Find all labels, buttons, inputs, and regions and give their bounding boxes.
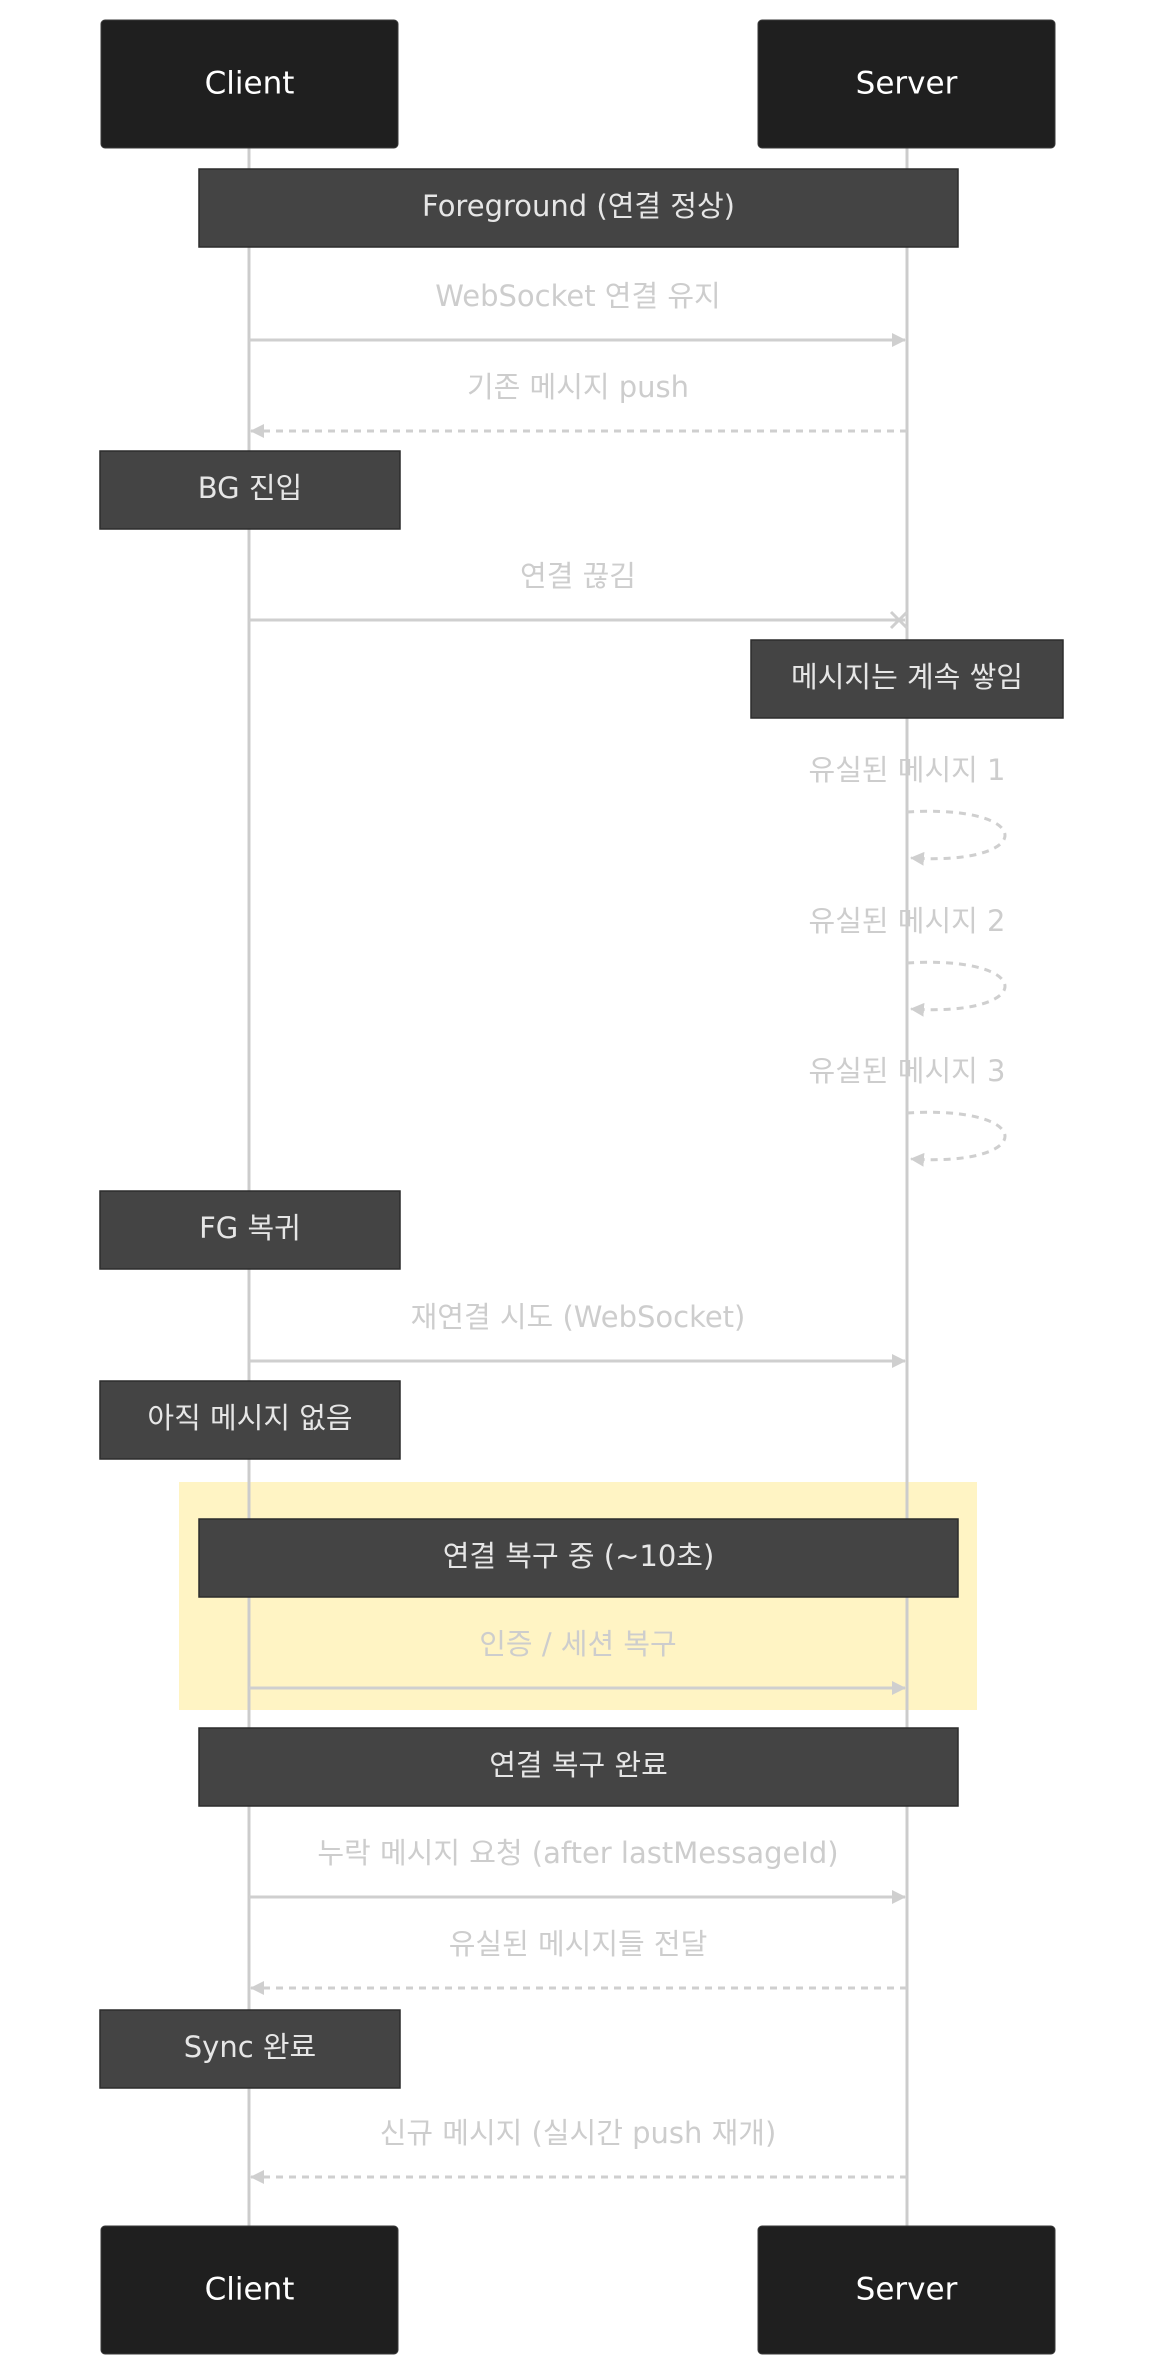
message-arrow: 신규 메시지 (실시간 push 재개) — [250, 2116, 907, 2184]
message-label: 재연결 시도 (WebSocket) — [411, 1300, 746, 1334]
message-arrow: 연결 끊김 — [249, 559, 909, 630]
message-arrow: WebSocket 연결 유지 — [249, 279, 906, 347]
note-rect — [99, 1190, 401, 1270]
note-rect — [198, 168, 959, 248]
message-arrow: 재연결 시도 (WebSocket) — [249, 1300, 906, 1368]
message-label: 유실된 메시지들 전달 — [449, 1927, 708, 1961]
note-label: 연결 복구 완료 — [489, 1748, 668, 1782]
message-arrow: 기존 메시지 push — [250, 370, 907, 438]
message-label: 누락 메시지 요청 (after lastMessageId) — [317, 1836, 838, 1870]
self-message: 유실된 메시지 1 — [809, 753, 1007, 866]
message-arrow: 유실된 메시지들 전달 — [250, 1927, 907, 1995]
note-label: Sync 완료 — [184, 2030, 316, 2064]
note-rect — [750, 639, 1064, 719]
note-rect — [99, 1380, 401, 1460]
actor-server-bottom-label: Server — [856, 2272, 958, 2308]
note-rect — [99, 450, 401, 530]
actor-client-bottom: Client — [100, 2225, 399, 2355]
actor-server-top-label: Server — [856, 66, 958, 102]
self-message-label: 유실된 메시지 3 — [809, 1054, 1006, 1088]
note-label: 연결 복구 중 (~10초) — [443, 1539, 715, 1573]
note-box: 연결 복구 완료 — [198, 1727, 959, 1807]
message-arrow: 인증 / 세션 복구 — [249, 1627, 906, 1695]
message-label: 인증 / 세션 복구 — [479, 1627, 677, 1661]
self-message: 유실된 메시지 3 — [809, 1054, 1007, 1167]
note-rect — [198, 1727, 959, 1807]
self-loop — [906, 960, 1007, 1017]
note-box: 아직 메시지 없음 — [99, 1380, 401, 1460]
note-rect — [198, 1518, 959, 1598]
actor-client-bottom-label: Client — [205, 2272, 295, 2308]
note-box: BG 진입 — [99, 450, 401, 530]
note-box: FG 복귀 — [99, 1190, 401, 1270]
self-message-label: 유실된 메시지 2 — [809, 904, 1006, 938]
message-label: 연결 끊김 — [520, 559, 636, 593]
self-message-label: 유실된 메시지 1 — [809, 753, 1006, 787]
message-arrow: 누락 메시지 요청 (after lastMessageId) — [249, 1836, 906, 1904]
self-loop — [906, 809, 1007, 866]
note-rect — [99, 2009, 401, 2089]
note-box: 메시지는 계속 쌓임 — [750, 639, 1064, 719]
message-label: 신규 메시지 (실시간 push 재개) — [380, 2116, 777, 2150]
actor-server-bottom: Server — [757, 2225, 1056, 2355]
note-box: 연결 복구 중 (~10초) — [198, 1518, 959, 1598]
note-label: 메시지는 계속 쌓임 — [791, 660, 1023, 694]
self-message: 유실된 메시지 2 — [809, 904, 1007, 1017]
note-label: FG 복귀 — [199, 1211, 301, 1245]
note-label: 아직 메시지 없음 — [147, 1401, 352, 1435]
actor-client-top-label: Client — [205, 66, 295, 102]
note-box: Foreground (연결 정상) — [198, 168, 959, 248]
actor-client-top: Client — [100, 19, 399, 149]
note-box: Sync 완료 — [99, 2009, 401, 2089]
note-label: Foreground (연결 정상) — [422, 189, 735, 223]
actor-server-top: Server — [757, 19, 1056, 149]
cross-icon — [889, 610, 909, 630]
message-label: WebSocket 연결 유지 — [435, 279, 720, 313]
message-label: 기존 메시지 push — [467, 370, 689, 404]
self-loop — [906, 1110, 1007, 1167]
note-label: BG 진입 — [198, 471, 302, 505]
